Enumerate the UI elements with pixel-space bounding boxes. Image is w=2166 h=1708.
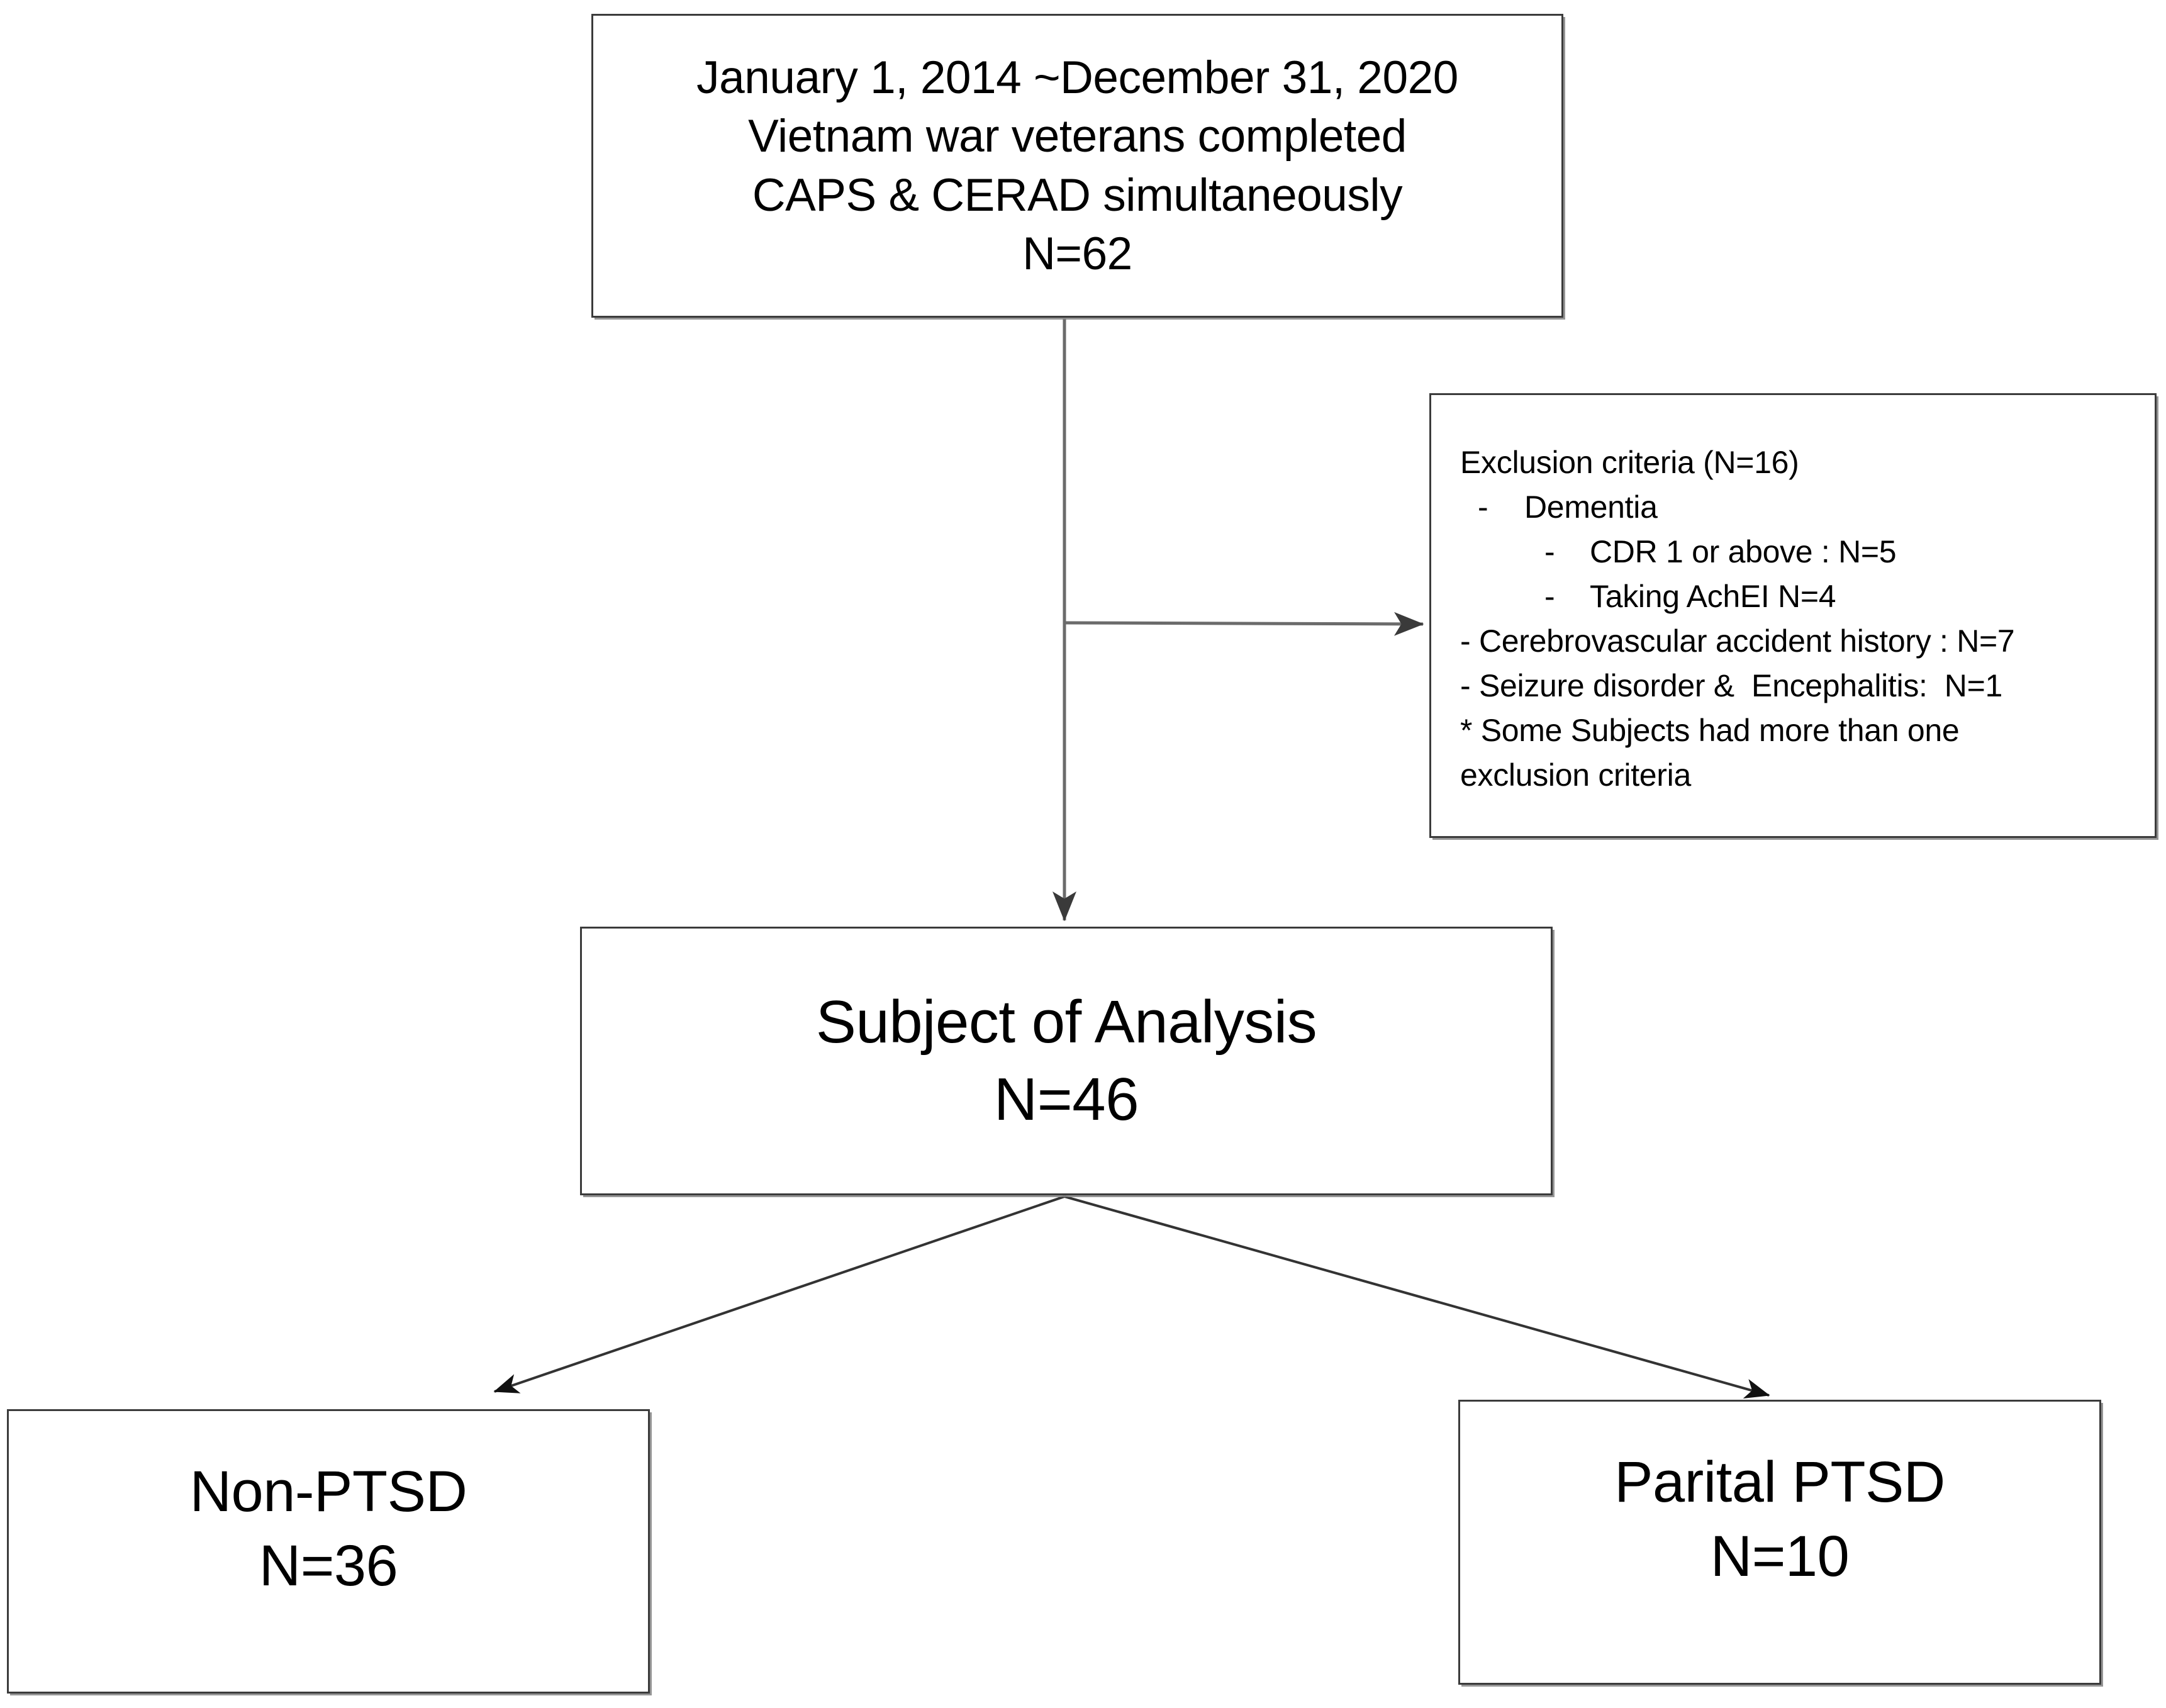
exclusion-item-cva: - Cerebrovascular accident history : N=7	[1460, 623, 2015, 659]
nonptsd-title: Non-PTSD	[189, 1460, 467, 1524]
subject-sample-size: N=46	[993, 1065, 1139, 1133]
dash-bullet-icon: -	[1544, 579, 1555, 614]
exclusion-item-achei: -Taking AchEI N=4	[1544, 574, 2155, 619]
node-subject-of-analysis-box: Subject of Analysis N=46	[580, 927, 1553, 1195]
cohort-line-3: CAPS & CERAD simultaneously	[752, 169, 1403, 221]
connector-subject-to-nonptsd	[493, 1195, 1065, 1393]
exclusion-item-cdr: -CDR 1 or above : N=5	[1544, 530, 2155, 574]
exclusion-item-achei-label: Taking AchEI N=4	[1590, 579, 1836, 614]
node-non-ptsd-box: Non-PTSD N=36	[7, 1409, 650, 1694]
subject-title: Subject of Analysis	[815, 988, 1317, 1056]
cohort-line-1: January 1, 2014 ~December 31, 2020	[696, 52, 1458, 103]
partialptsd-title: Parital PTSD	[1614, 1450, 1945, 1514]
connector-subject-to-partialptsd	[1064, 1195, 1770, 1398]
partialptsd-sample-size: N=10	[1710, 1524, 1850, 1588]
exclusion-item-dementia: -Dementia	[1478, 485, 2155, 530]
exclusion-footnote-line-1: * Some Subjects had more than one	[1460, 713, 1960, 748]
exclusion-item-seizure: - Seizure disorder & Encephalitis: N=1	[1460, 668, 2003, 703]
cohort-sample-size: N=62	[1022, 228, 1132, 279]
dash-bullet-icon: -	[1478, 489, 1488, 525]
nonptsd-sample-size: N=36	[259, 1533, 398, 1598]
dash-bullet-icon: -	[1544, 534, 1555, 569]
exclusion-item-cdr-label: CDR 1 or above : N=5	[1590, 534, 1897, 569]
node-exclusion-criteria-box: Exclusion criteria (N=16) -Dementia -CDR…	[1429, 393, 2157, 838]
exclusion-footnote-line-2: exclusion criteria	[1460, 757, 1691, 793]
cohort-line-2: Vietnam war veterans completed	[748, 111, 1407, 162]
node-cohort-box: January 1, 2014 ~December 31, 2020 Vietn…	[591, 14, 1563, 318]
node-partial-ptsd-box: Parital PTSD N=10	[1458, 1400, 2101, 1685]
exclusion-item-dementia-label: Dementia	[1524, 489, 1658, 525]
connector-cohort-to-exclusion	[1065, 611, 1424, 636]
exclusion-heading: Exclusion criteria (N=16)	[1460, 445, 1799, 480]
